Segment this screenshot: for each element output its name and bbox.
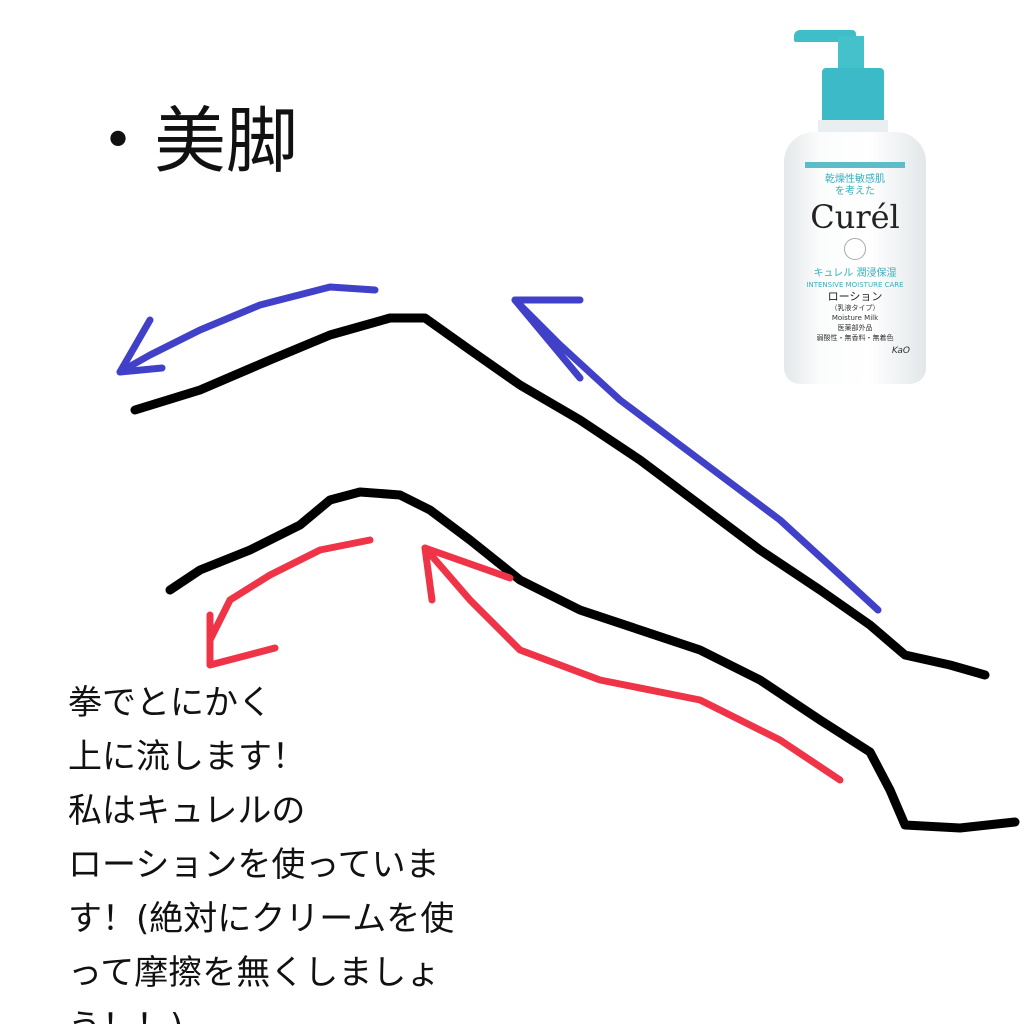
label-band [805, 162, 905, 168]
note-line: 上に流します！ [68, 737, 306, 777]
label-features: 弱酸性・無香料・無着色 [816, 334, 894, 342]
note-line: って摩擦を無くしましょ [68, 953, 441, 993]
note-line: ローションを使っていま [68, 845, 440, 885]
title: ・美脚 [82, 99, 299, 183]
blue-arrow-right-head [511, 296, 584, 382]
maker-logo: KaO [891, 346, 910, 356]
note-line: 拳でとにかく [68, 683, 272, 723]
label-line1: 乾燥性敏感肌 [825, 174, 885, 185]
blue-arrow-left [116, 283, 379, 376]
blue-arrow-left-head [116, 316, 166, 376]
upper-leg-outline [130, 313, 990, 680]
pump-stem [838, 36, 864, 74]
red-arrow-right-head [421, 544, 514, 604]
pump-cap [822, 68, 884, 124]
emblem-icon [844, 238, 866, 260]
bottle-label: 乾燥性敏感肌 を考えた Curél キュレル 潤浸保湿 INTENSIVE MO… [784, 132, 926, 384]
curel-lotion-bottle: 乾燥性敏感肌 を考えた Curél キュレル 潤浸保湿 INTENSIVE MO… [780, 28, 930, 388]
note-line: 私はキュレルの [68, 791, 306, 831]
note-line: う！！) [68, 1000, 454, 1024]
brand-logo: Curél [810, 198, 900, 236]
red-arrow-left-head [206, 611, 279, 669]
label-series-en: INTENSIVE MOISTURE CARE [806, 281, 904, 289]
label-series: キュレル 潤浸保湿 [813, 268, 897, 279]
label-type: （乳液タイプ） [830, 304, 880, 312]
blue-arrow-right [511, 296, 882, 614]
label-category: 医薬部外品 [837, 324, 873, 332]
red-arrow-right [421, 544, 844, 784]
label-product: ローション [827, 290, 883, 303]
label-product-en: Moisture Milk [831, 314, 879, 322]
lower-leg-outline [165, 487, 1020, 833]
red-arrow-left [206, 536, 374, 644]
note-line: す！(絶対にクリームを使 [68, 899, 455, 939]
label-line2: を考えた [835, 186, 875, 197]
instruction-note: 拳でとにかく 上に流します！ 私はキュレルの ローションを使っていま す！(絶対… [68, 676, 454, 1024]
